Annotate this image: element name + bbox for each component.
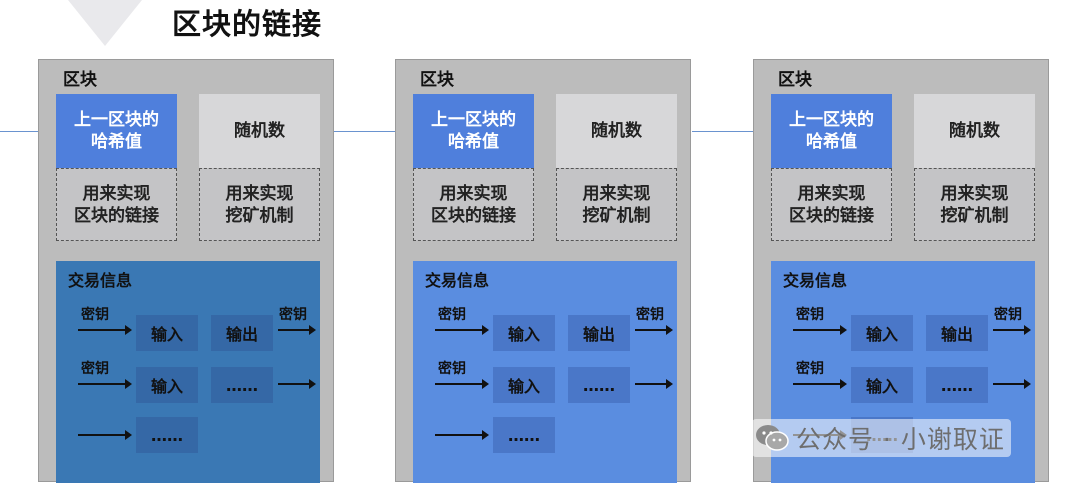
block-1: 区块 上一区块的 哈希值 随机数 用来实现 区块的链接 用来实现 挖矿机制 交易… [38,59,334,483]
block-label: 区块 [420,70,454,90]
input-slot: 输入 [851,367,913,403]
block-2: 区块 上一区块的 哈希值 随机数 用来实现 区块的链接 用来实现 挖矿机制 交易… [395,59,691,483]
transaction-info-label: 交易信息 [783,271,848,290]
transaction-info-panel: 交易信息 密钥 输入 输出 密钥 密钥 输入 …… …… [413,261,677,483]
ellipsis-slot: …… [926,367,988,403]
prev-block-hash: 上一区块的 哈希值 [771,94,892,168]
key-label: 密钥 [279,307,307,323]
arrow-in [435,325,489,335]
key-label: 密钥 [81,307,109,323]
purpose-mining: 用来实现 挖矿机制 [556,168,677,241]
purpose-linking: 用来实现 区块的链接 [413,168,534,241]
key-label: 密钥 [438,361,466,377]
ellipsis-slot: …… [136,417,198,453]
transaction-info-label: 交易信息 [68,271,133,290]
output-slot: 输出 [926,315,988,351]
nonce: 随机数 [556,94,677,168]
transaction-info-label: 交易信息 [425,271,490,290]
nonce: 随机数 [199,94,320,168]
purpose-linking: 用来实现 区块的链接 [771,168,892,241]
key-label: 密钥 [796,361,824,377]
watermark-text: 公众号 · 小谢取证 [796,425,1005,454]
arrow-in [793,379,847,389]
input-slot: 输入 [136,315,198,351]
key-label: 密钥 [438,307,466,323]
arrow-out [993,379,1031,389]
arrow-in [435,379,489,389]
block-label: 区块 [778,70,812,90]
input-slot: 输入 [493,367,555,403]
input-slot: 输入 [136,367,198,403]
arrow-out [993,325,1031,335]
key-label: 密钥 [796,307,824,323]
block-label: 区块 [63,70,97,90]
prev-block-hash: 上一区块的 哈希值 [413,94,534,168]
watermark: 公众号 · 小谢取证 [752,419,1011,457]
block-3: 区块 上一区块的 哈希值 随机数 用来实现 区块的链接 用来实现 挖矿机制 交易… [753,59,1049,483]
key-label: 密钥 [636,307,664,323]
decorative-triangle [68,0,142,46]
arrow-in [78,379,132,389]
page-title: 区块的链接 [172,7,323,41]
prev-block-hash: 上一区块的 哈希值 [56,94,177,168]
wechat-icon [754,423,790,453]
arrow-in [435,430,489,440]
output-slot: 输出 [568,315,630,351]
arrow-out [278,379,316,389]
arrow-in [78,430,132,440]
purpose-mining: 用来实现 挖矿机制 [914,168,1035,241]
key-label: 密钥 [81,361,109,377]
arrow-in [78,325,132,335]
arrow-out [635,325,673,335]
key-label: 密钥 [994,307,1022,323]
arrow-out [635,379,673,389]
arrow-in [793,325,847,335]
purpose-linking: 用来实现 区块的链接 [56,168,177,241]
output-slot: 输出 [211,315,273,351]
ellipsis-slot: …… [211,367,273,403]
input-slot: 输入 [851,315,913,351]
nonce: 随机数 [914,94,1035,168]
ellipsis-slot: …… [493,417,555,453]
input-slot: 输入 [493,315,555,351]
transaction-info-panel: 交易信息 密钥 输入 输出 密钥 密钥 输入 …… …… [56,261,320,483]
purpose-mining: 用来实现 挖矿机制 [199,168,320,241]
arrow-out [278,325,316,335]
ellipsis-slot: …… [568,367,630,403]
